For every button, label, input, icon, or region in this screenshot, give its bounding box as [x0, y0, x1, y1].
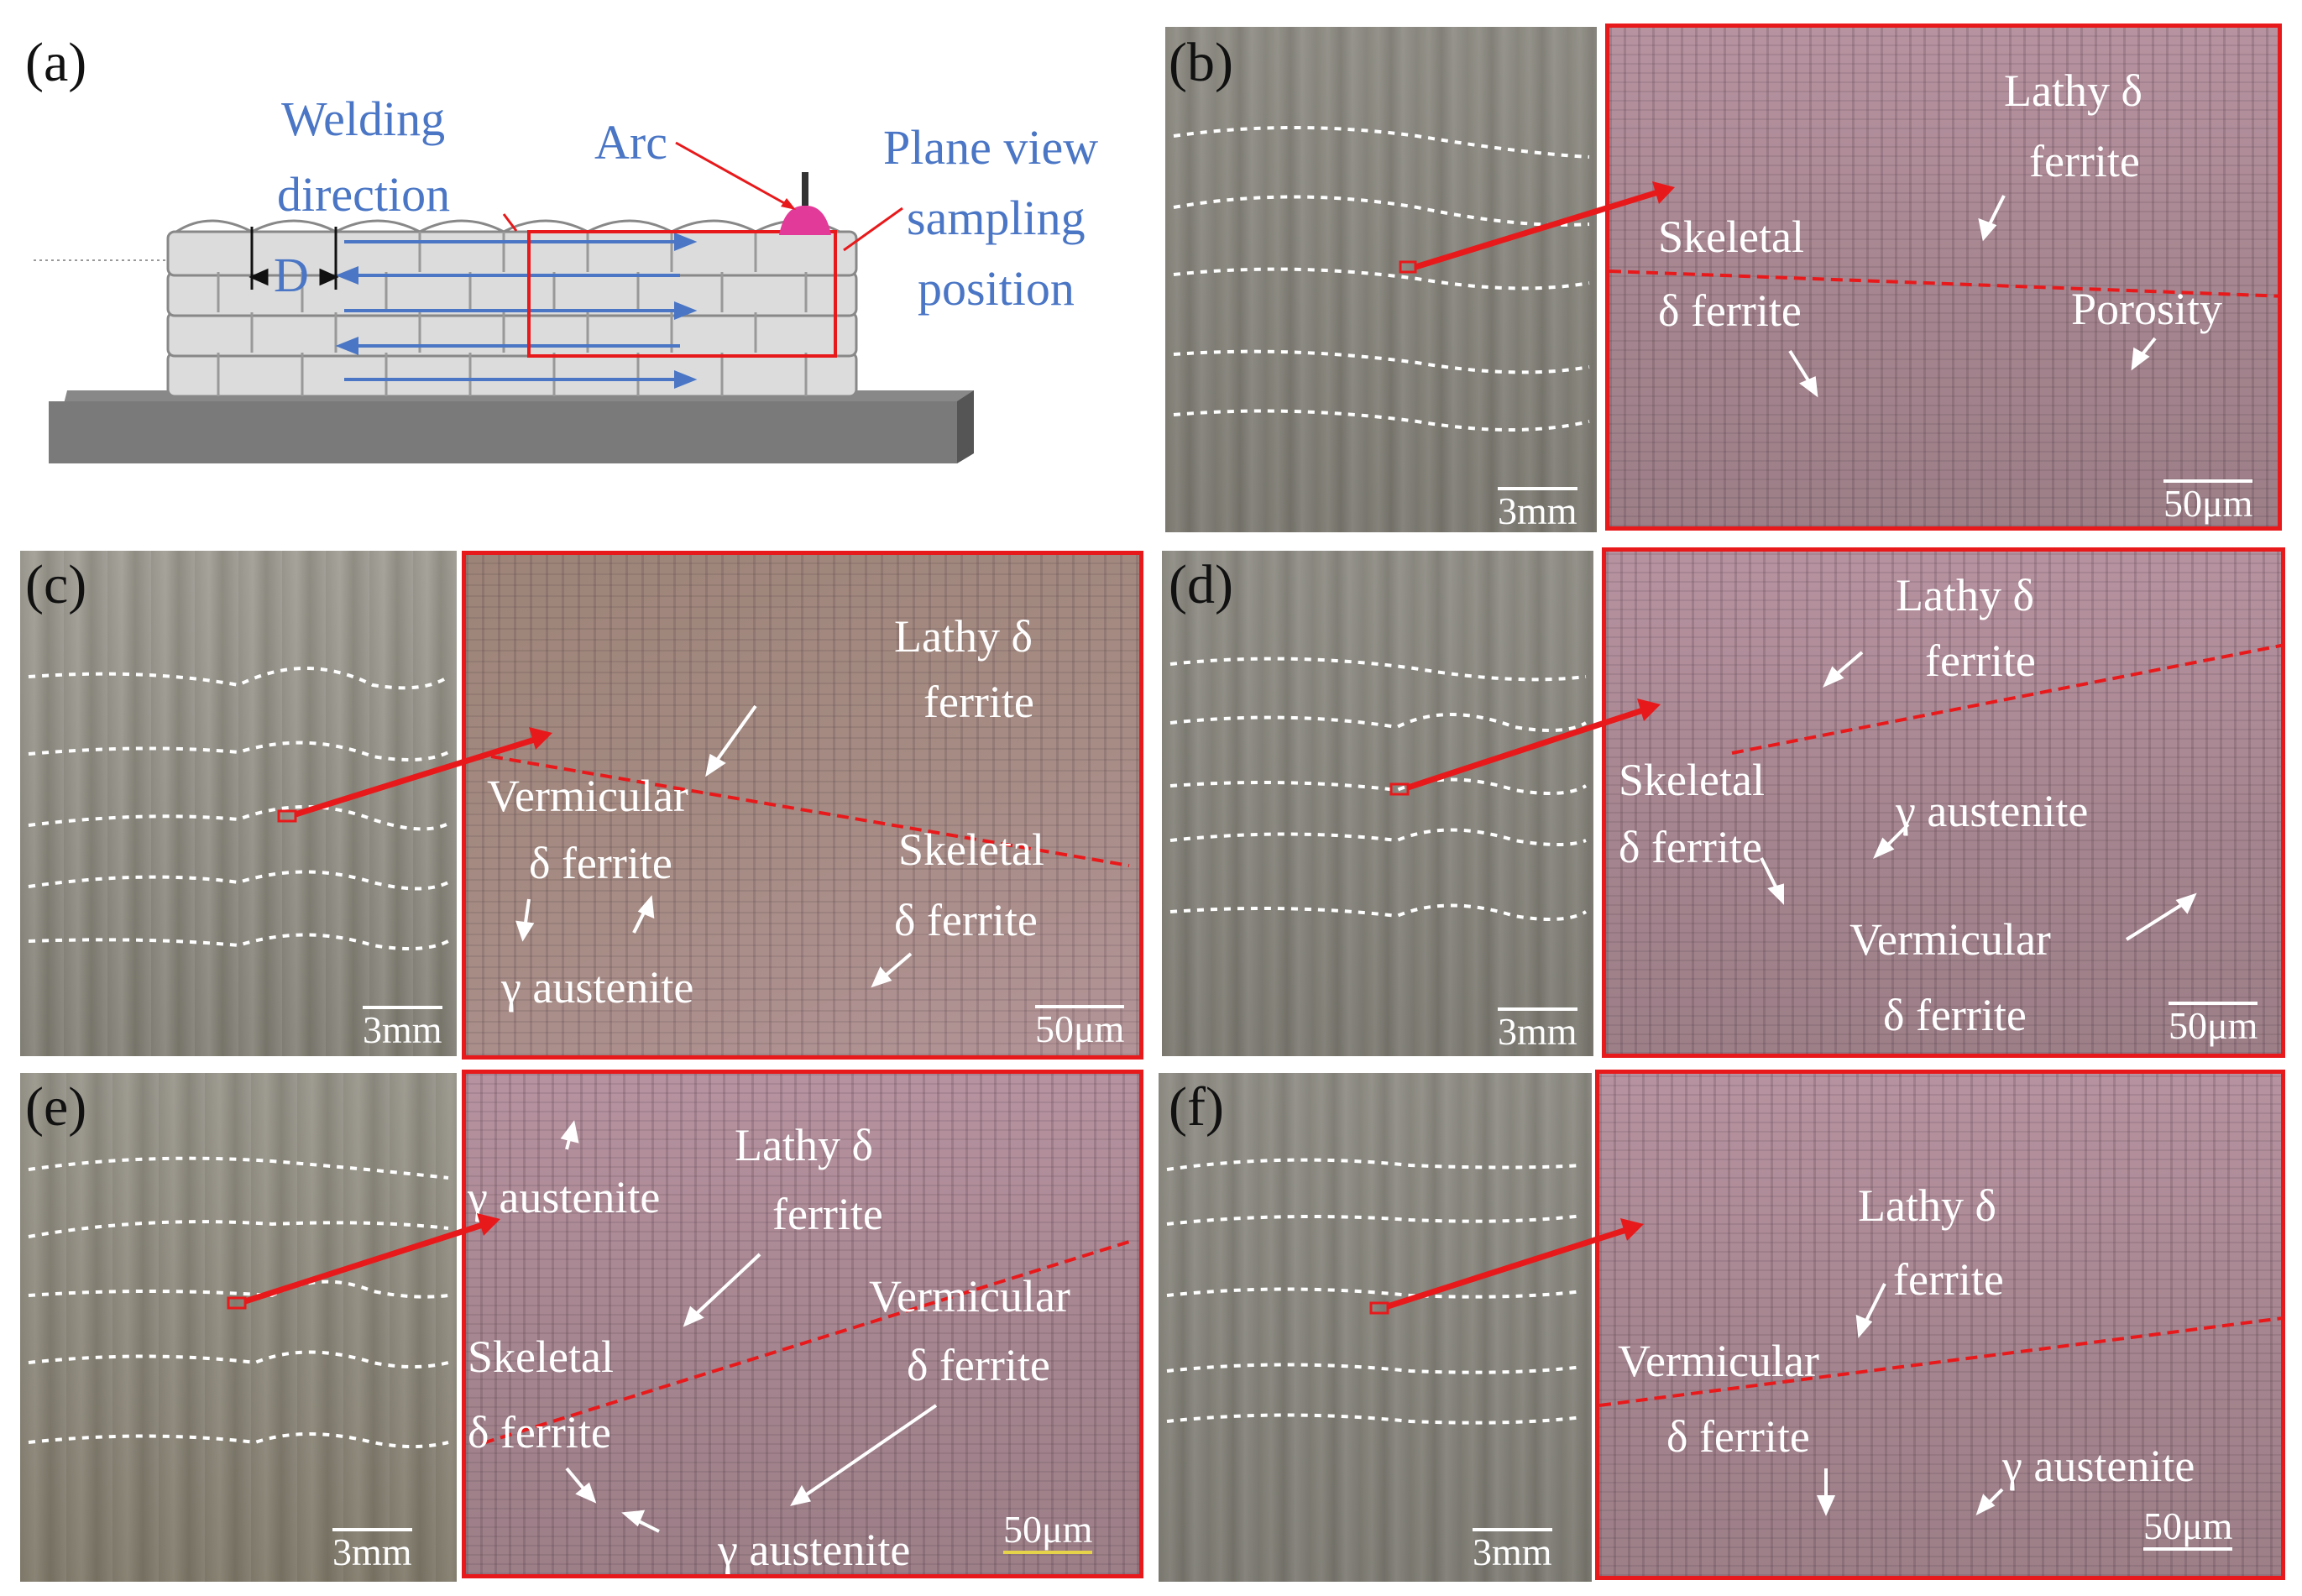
sampling-label-1: Plane view: [883, 120, 1099, 175]
panel-f-letter: (f): [1169, 1076, 1224, 1138]
label-d-vermicular-1: Vermicular: [1849, 914, 2051, 965]
label-e-skeletal-2: δ ferrite: [468, 1407, 611, 1457]
label-e-gamma-bottom: γ austenite: [718, 1525, 911, 1575]
welding-direction-label-1: Welding: [281, 92, 446, 146]
label-c-gamma: γ austenite: [501, 962, 694, 1013]
label-f-vermicular-2: δ ferrite: [1666, 1411, 1810, 1462]
label-d-skeletal-1: Skeletal: [1619, 755, 1765, 805]
label-e-lathy-2: ferrite: [772, 1189, 883, 1239]
label-f-lathy-2: ferrite: [1893, 1254, 2004, 1305]
label-d-skeletal-2: δ ferrite: [1619, 822, 1762, 872]
panel-b-letter: (b): [1169, 32, 1233, 93]
label-c-lathy-2: ferrite: [923, 677, 1034, 727]
label-e-lathy-1: Lathy δ: [735, 1120, 873, 1170]
macro-image-f: 3mm: [1159, 1073, 1592, 1582]
label-f-vermicular-1: Vermicular: [1618, 1336, 1819, 1386]
label-f-gamma: γ austenite: [2002, 1441, 2195, 1491]
sampling-label-3: position: [918, 261, 1075, 316]
label-c-skeletal-1: Skeletal: [898, 824, 1044, 875]
micrograph-c: Lathy δ ferrite Vermicular δ ferrite γ a…: [462, 551, 1143, 1060]
label-b-porosity: Porosity: [2071, 284, 2223, 334]
label-f-lathy-1: Lathy δ: [1858, 1180, 1996, 1231]
label-b-lathy-1: Lathy δ: [2004, 65, 2142, 116]
label-d-lathy-1: Lathy δ: [1896, 570, 2034, 620]
micro-scale-e: 50μm: [1003, 1510, 1093, 1554]
label-d-gamma: γ austenite: [1896, 786, 2089, 836]
micrograph-e: γ austenite Lathy δ ferrite Vermicular δ…: [462, 1070, 1143, 1578]
label-d-lathy-2: ferrite: [1925, 636, 2036, 686]
label-e-skeletal-1: Skeletal: [468, 1332, 614, 1382]
macro-scale-c: 3mm: [363, 1006, 442, 1049]
panel-e-letter: (e): [25, 1076, 87, 1138]
micro-scale-f: 50μm: [2143, 1507, 2233, 1551]
label-d-vermicular-2: δ ferrite: [1883, 990, 2027, 1040]
micrograph-d: Lathy δ ferrite Skeletal δ ferrite γ aus…: [1602, 547, 2285, 1058]
sampling-label-2: sampling: [907, 191, 1086, 245]
panel-c-letter: (c): [25, 554, 87, 615]
label-e-vermicular-1: Vermicular: [869, 1271, 1070, 1321]
micrograph-b: Lathy δ ferrite Skeletal δ ferrite Poros…: [1605, 24, 2282, 531]
macro-image-b: 3mm: [1165, 27, 1597, 532]
substrate-front: [49, 401, 957, 463]
macro-image-c: 3mm: [20, 551, 457, 1056]
arc-label: Arc: [594, 115, 667, 170]
macro-image-e: 3mm: [20, 1073, 457, 1582]
panel-a-letter: (a): [25, 32, 87, 93]
micro-scale-d: 50μm: [2169, 1002, 2258, 1045]
macro-scale-d: 3mm: [1498, 1007, 1577, 1051]
deposited-wall: [166, 219, 858, 398]
dimension-d-label: D: [274, 248, 309, 302]
wall-schematic: [34, 141, 974, 463]
label-e-vermicular-2: δ ferrite: [907, 1340, 1050, 1390]
macro-image-d: 3mm: [1162, 551, 1593, 1056]
welding-direction-label-2: direction: [277, 167, 451, 222]
macro-scale-f: 3mm: [1473, 1528, 1552, 1572]
arc-icon: [779, 205, 831, 235]
micro-scale-b: 50μm: [2163, 479, 2253, 523]
label-c-skeletal-2: δ ferrite: [894, 895, 1038, 945]
macro-scale-e: 3mm: [332, 1528, 412, 1572]
deposition-path-arrows: [335, 233, 698, 389]
label-b-skeletal-2: δ ferrite: [1658, 285, 1802, 336]
micrograph-f: Lathy δ ferrite Vermicular δ ferrite γ a…: [1595, 1070, 2285, 1580]
panel-d-letter: (d): [1169, 554, 1233, 615]
sampling-plane-frame: [527, 230, 837, 358]
label-c-lathy-1: Lathy δ: [894, 611, 1033, 662]
label-b-skeletal-1: Skeletal: [1658, 212, 1804, 262]
label-c-vermicular-2: δ ferrite: [529, 838, 672, 888]
micro-scale-c: 50μm: [1035, 1005, 1125, 1049]
macro-scale-b: 3mm: [1498, 487, 1577, 531]
label-b-lathy-2: ferrite: [2029, 136, 2140, 186]
label-c-vermicular-1: Vermicular: [487, 771, 688, 821]
welding-torch: [802, 172, 808, 206]
label-e-gamma-top: γ austenite: [468, 1172, 661, 1222]
d-dimension-marker: [249, 227, 339, 290]
